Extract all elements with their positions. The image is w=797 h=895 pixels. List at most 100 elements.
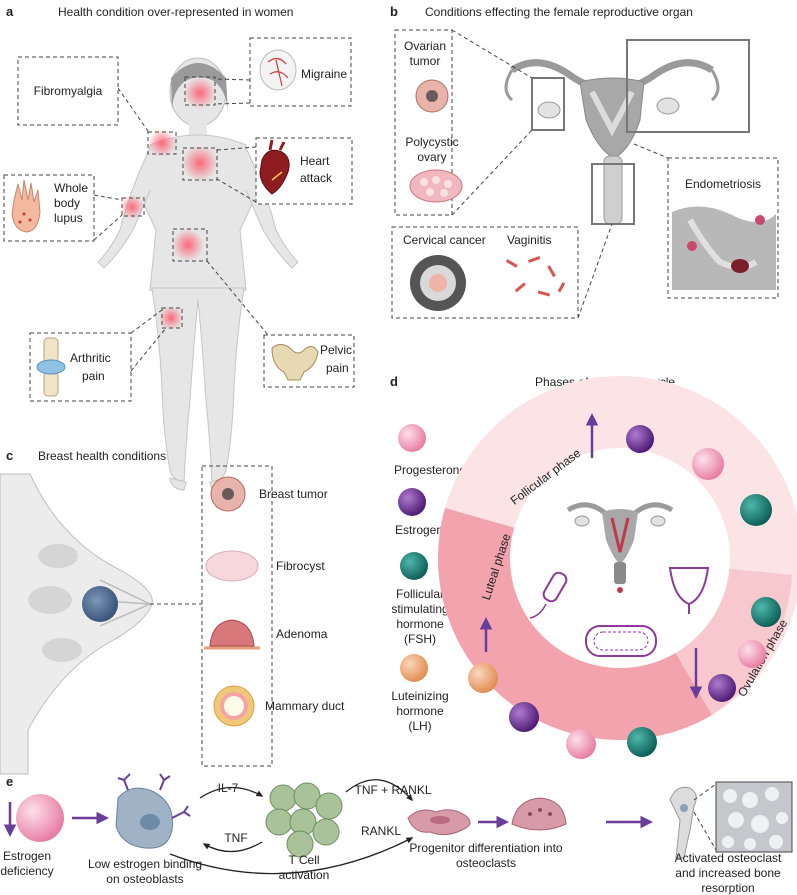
polycystic-ovary-label-line1: Polycystic (405, 135, 458, 149)
legend-estrogen-label: Estrogen (395, 523, 443, 537)
panel-c: c Breast health conditions Breast tumor … (0, 448, 345, 775)
sanitary-pad-icon (585, 625, 657, 657)
ovarian-tumor-label-line1: Ovarian (404, 39, 446, 53)
pelvis-bone-icon (271, 344, 319, 381)
legend-fsh-swatch (400, 552, 428, 580)
legend-fsh-label-line4: (FSH) (404, 632, 436, 646)
progenitor-label-line1: Progenitor differentiation into (409, 841, 563, 855)
il7-label: IL-7 (218, 781, 239, 795)
brain-icon (259, 49, 297, 91)
tnf-arrow (202, 841, 263, 853)
breast-tumor-icon (210, 476, 246, 512)
legend-fsh-label-line1: Follicular (396, 587, 444, 601)
lupus-label-line3: lupus (54, 211, 83, 225)
endometrium-highlight-box (626, 39, 750, 133)
center-uterus-icon (566, 502, 674, 593)
ovarian-tumor-label-line2: tumor (410, 54, 441, 68)
osteoblast-cell (115, 773, 191, 849)
fibrocyst-icon (205, 550, 259, 582)
panel-b: b Conditions effecting the female reprod… (390, 4, 779, 319)
lupus-label-line1: Whole (54, 181, 88, 195)
ovary-highlight-box (531, 77, 565, 131)
knee-joint-icon (36, 337, 66, 397)
vaginitis-bacteria-icon (505, 256, 566, 297)
legend-estrogen-swatch (398, 488, 426, 516)
rankl-label: RANKL (361, 824, 401, 838)
panel-d-letter: d (390, 374, 398, 389)
legend-lh-label-line3: (LH) (408, 719, 431, 733)
legend-fsh-label-line3: hormone (396, 617, 444, 631)
migraine-box (249, 37, 352, 107)
tnf-label: TNF (224, 831, 247, 845)
cervix-highlight-box (591, 163, 635, 225)
polycystic-ovary-icon (409, 169, 463, 203)
pelvis-glow (172, 229, 204, 261)
t-cell-cluster (265, 782, 343, 858)
legend-lh-label-line1: Luteinizing (391, 689, 448, 703)
panel-c-letter: c (6, 448, 13, 463)
legend-lh-label-line2: hormone (396, 704, 444, 718)
progenitor-label-line2: osteoclasts (456, 856, 516, 870)
knee-glow (159, 306, 183, 330)
panel-b-title: Conditions effecting the female reproduc… (425, 5, 693, 19)
osteoblast-label-line2: on osteoblasts (106, 872, 183, 886)
legend-lh-swatch (400, 654, 428, 682)
femur-bone-icon (669, 786, 697, 859)
bone-resorption-label-line1: Activated osteoclast (675, 851, 782, 865)
ring-estrogen-2 (708, 674, 736, 702)
ring-fsh-1 (740, 494, 772, 526)
legend-fsh-label-line2: stimulating (391, 602, 448, 616)
breast-condition-label-2: Fibrocyst (276, 559, 325, 573)
breast-condition-label-4: Mammary duct (265, 699, 345, 713)
fibromyalgia-label: Fibromyalgia (34, 84, 103, 98)
ring-progesterone-1 (692, 448, 724, 480)
tnf-rankl-arrow (345, 779, 414, 802)
panel-a-title: Health condition over-represented in wom… (58, 5, 293, 19)
bone-resorption-inset (715, 781, 793, 853)
legend-progesterone-label: Progesterone (394, 463, 466, 477)
shoulder-glow (148, 129, 176, 157)
lupus-label-line2: body (54, 196, 80, 210)
osteoblast-label-line1: Low estrogen binding (88, 857, 202, 871)
panel-b-letter: b (390, 4, 398, 19)
endometriosis-label: Endometriosis (685, 177, 761, 191)
arthritic-pain-label-line1: Arthritic (70, 351, 111, 365)
chest-glow (182, 145, 218, 181)
estrogen-deficiency-label-line1: Estrogen (3, 849, 51, 863)
panel-d: d Phases of menstrual cycle Progesterone… (390, 374, 797, 759)
ring-estrogen-1 (626, 425, 654, 453)
tampon-icon (529, 571, 568, 619)
panel-e-letter: e (6, 774, 13, 789)
adenoma-icon (204, 619, 260, 650)
ring-fsh-3 (627, 727, 657, 757)
estrogen-sphere (16, 794, 64, 842)
fibromyalgia-box (17, 56, 119, 126)
polycystic-ovary-label-line2: ovary (417, 150, 446, 164)
osteoclast-cell (511, 797, 567, 831)
breast-condition-label-1: Breast tumor (259, 487, 328, 501)
ring-progesterone-2 (738, 640, 766, 668)
migraine-label: Migraine (301, 67, 347, 81)
cervical-cancer-label: Cervical cancer (403, 233, 486, 247)
heart-attack-label-line1: Heart (300, 154, 330, 168)
ring-lh-1 (468, 663, 498, 693)
t-cell-label-line1: T Cell (288, 853, 319, 867)
tnf-rankl-label: TNF + RANKL (354, 783, 431, 797)
uterus-figure (504, 59, 720, 225)
menstrual-cup-icon (668, 567, 710, 614)
il7-arrow (199, 786, 264, 799)
rankl-arrow (169, 837, 414, 875)
hand-icon (11, 179, 41, 233)
female-body-figure (97, 57, 299, 491)
ring-estrogen-3 (509, 702, 539, 732)
progenitor-cell (407, 809, 471, 836)
breast-condition-label-3: Adenoma (276, 627, 328, 641)
cervical-cancer-icon (410, 255, 466, 311)
bone-resorption-label-line3: resorption (701, 881, 754, 895)
estrogen-deficiency-label-line2: deficiency (0, 864, 53, 878)
panel-a: a Health condition over-represented in w… (3, 4, 355, 491)
heart-attack-label-line2: attack (300, 171, 333, 185)
ovarian-tumor-icon (415, 79, 449, 113)
head-glow (184, 77, 216, 109)
